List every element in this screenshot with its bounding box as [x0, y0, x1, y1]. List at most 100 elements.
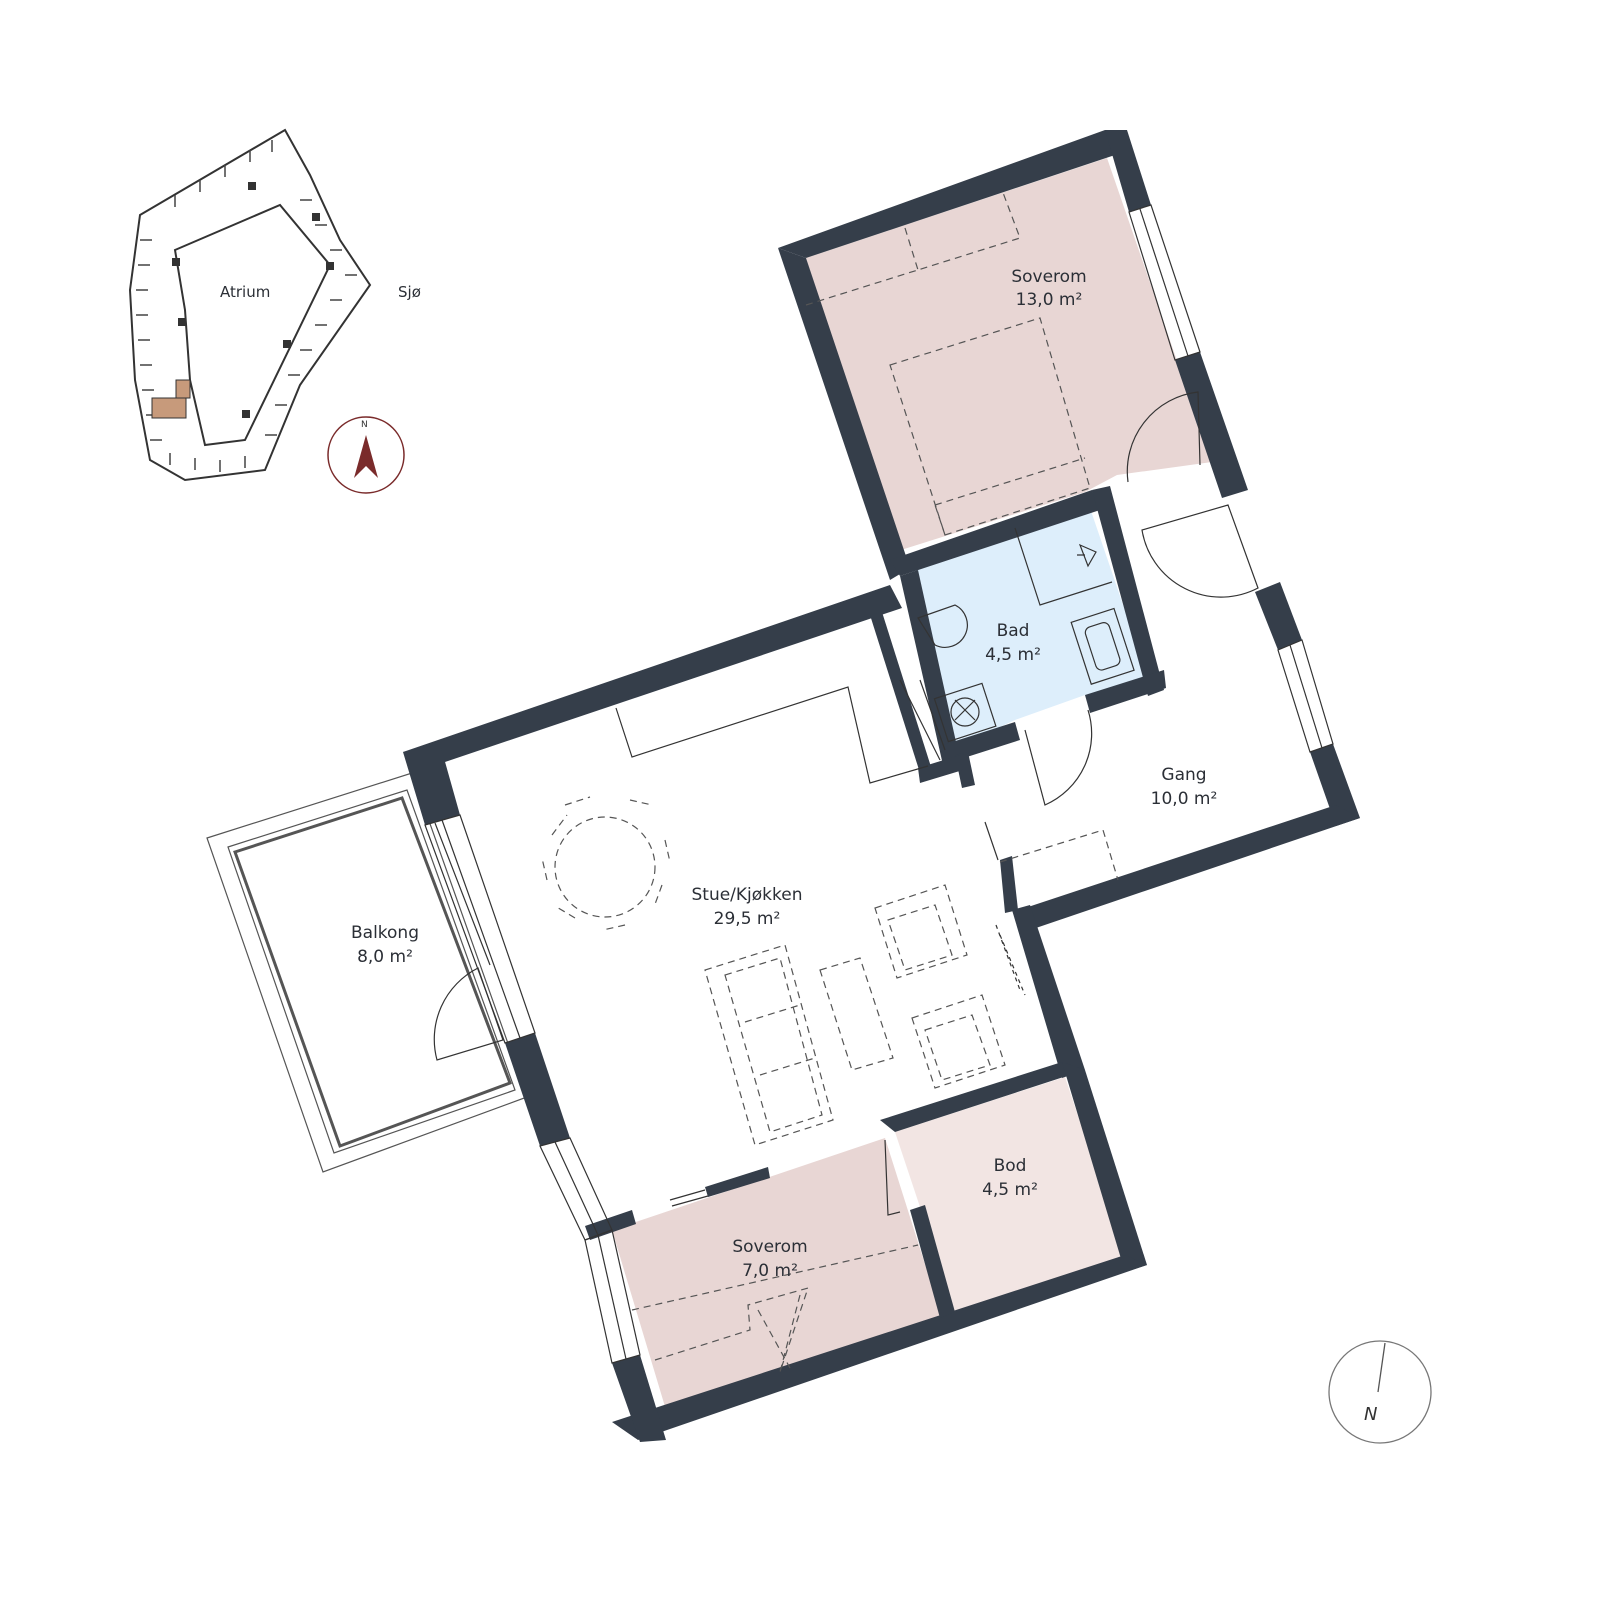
armchair	[911, 994, 1006, 1089]
balcony-inner-frame	[227, 789, 516, 1154]
wall	[778, 248, 910, 580]
atrium-label: Atrium	[220, 283, 270, 301]
wall	[870, 612, 932, 773]
wall	[1310, 744, 1360, 826]
sofa-seat	[724, 957, 823, 1133]
wall	[705, 1167, 770, 1197]
toilet-icon	[917, 604, 968, 648]
sofa-cushion	[744, 1004, 801, 1023]
bathroom-area: 4,5 m²	[985, 645, 1041, 665]
coffee-table	[819, 957, 894, 1071]
wall	[585, 1210, 636, 1240]
hall-wardrobe	[999, 829, 1119, 881]
shower-wall	[1014, 527, 1113, 606]
wall	[1255, 582, 1302, 650]
washing-machine-icon	[933, 682, 997, 743]
building-core	[283, 340, 291, 348]
wall	[890, 490, 1100, 576]
window	[1277, 639, 1334, 753]
wardrobe-outline	[805, 189, 1021, 306]
kitchen-counter	[615, 686, 929, 784]
sofa	[704, 944, 834, 1146]
armchair-seat	[924, 1014, 991, 1081]
bedroom-main-name: Soverom	[1011, 267, 1086, 287]
atrium-courtyard	[173, 203, 332, 447]
wall	[505, 1033, 570, 1146]
bed-pillow	[934, 504, 946, 536]
door-swing	[884, 1139, 901, 1216]
building-outline	[128, 128, 372, 482]
armchair	[874, 884, 968, 979]
living-kitchen-area: 29,5 m²	[714, 909, 781, 929]
shaft-line	[899, 679, 941, 761]
balcony-area: 8,0 m²	[357, 947, 413, 967]
door-swing	[1126, 391, 1201, 483]
bed-pillow	[779, 1294, 801, 1373]
north-indicator-icon	[1377, 1342, 1386, 1393]
sink-basin	[1084, 622, 1121, 671]
wall	[1085, 670, 1166, 713]
storage-area: 4,5 m²	[982, 1180, 1038, 1200]
window	[434, 822, 491, 966]
bathroom-fixtures	[899, 527, 1135, 761]
window	[1289, 644, 1323, 749]
north-compass: N	[1328, 1340, 1432, 1444]
window	[441, 819, 521, 1039]
wall	[1092, 486, 1164, 696]
washing-machine-drum	[950, 697, 980, 727]
wardrobe-outline	[631, 1244, 919, 1311]
bedroom-main-area: 13,0 m²	[1016, 290, 1083, 310]
window	[554, 1141, 599, 1236]
wall	[403, 585, 902, 762]
wall	[403, 744, 460, 825]
dining-table	[554, 816, 656, 918]
storage-name: Bod	[994, 1156, 1027, 1176]
sofa-cushion	[759, 1057, 816, 1076]
door-swing	[433, 967, 504, 1061]
shower-head-icon	[1077, 543, 1097, 568]
north-arrow-icon	[354, 435, 378, 478]
unit-highlight	[175, 379, 191, 399]
wall	[1062, 1062, 1147, 1272]
armchair-seat	[887, 904, 953, 971]
site-compass: N	[327, 416, 405, 494]
wall	[1025, 805, 1360, 930]
hallway-area: 10,0 m²	[1151, 789, 1218, 809]
compass-north-label: N	[361, 420, 368, 430]
compass-circle	[1328, 1340, 1432, 1444]
shaft-line	[919, 679, 946, 751]
floor-drain-icon	[954, 699, 976, 721]
wall	[1105, 130, 1151, 212]
dining-chairs	[541, 796, 671, 931]
building-core	[242, 410, 250, 418]
building-core	[172, 258, 180, 266]
window	[1128, 204, 1201, 361]
wall	[880, 1062, 1085, 1132]
window	[669, 1189, 706, 1201]
single-bed	[654, 1287, 809, 1373]
window	[1139, 208, 1189, 357]
bedroom-main-floor	[806, 158, 1212, 550]
sea-label: Sjø	[398, 283, 421, 301]
sink-icon	[1070, 607, 1135, 685]
wall	[918, 755, 963, 783]
door-swing	[995, 924, 1026, 996]
wall	[612, 1355, 666, 1442]
balcony-inner-frame	[233, 796, 512, 1148]
window	[584, 1229, 641, 1364]
window	[424, 814, 536, 1044]
hallway-name: Gang	[1161, 765, 1206, 785]
wall	[910, 1205, 955, 1318]
wall	[612, 1255, 1147, 1440]
window	[597, 1234, 627, 1360]
wall	[900, 570, 960, 765]
bed-pillow	[934, 457, 1086, 506]
bedroom-small-area: 7,0 m²	[742, 1261, 798, 1281]
wall	[1000, 856, 1018, 913]
bathroom-name: Bad	[997, 621, 1030, 641]
balcony-name: Balkong	[351, 923, 419, 943]
building-core	[178, 318, 186, 326]
door-swing	[1141, 504, 1259, 598]
door-swing	[1024, 709, 1093, 806]
